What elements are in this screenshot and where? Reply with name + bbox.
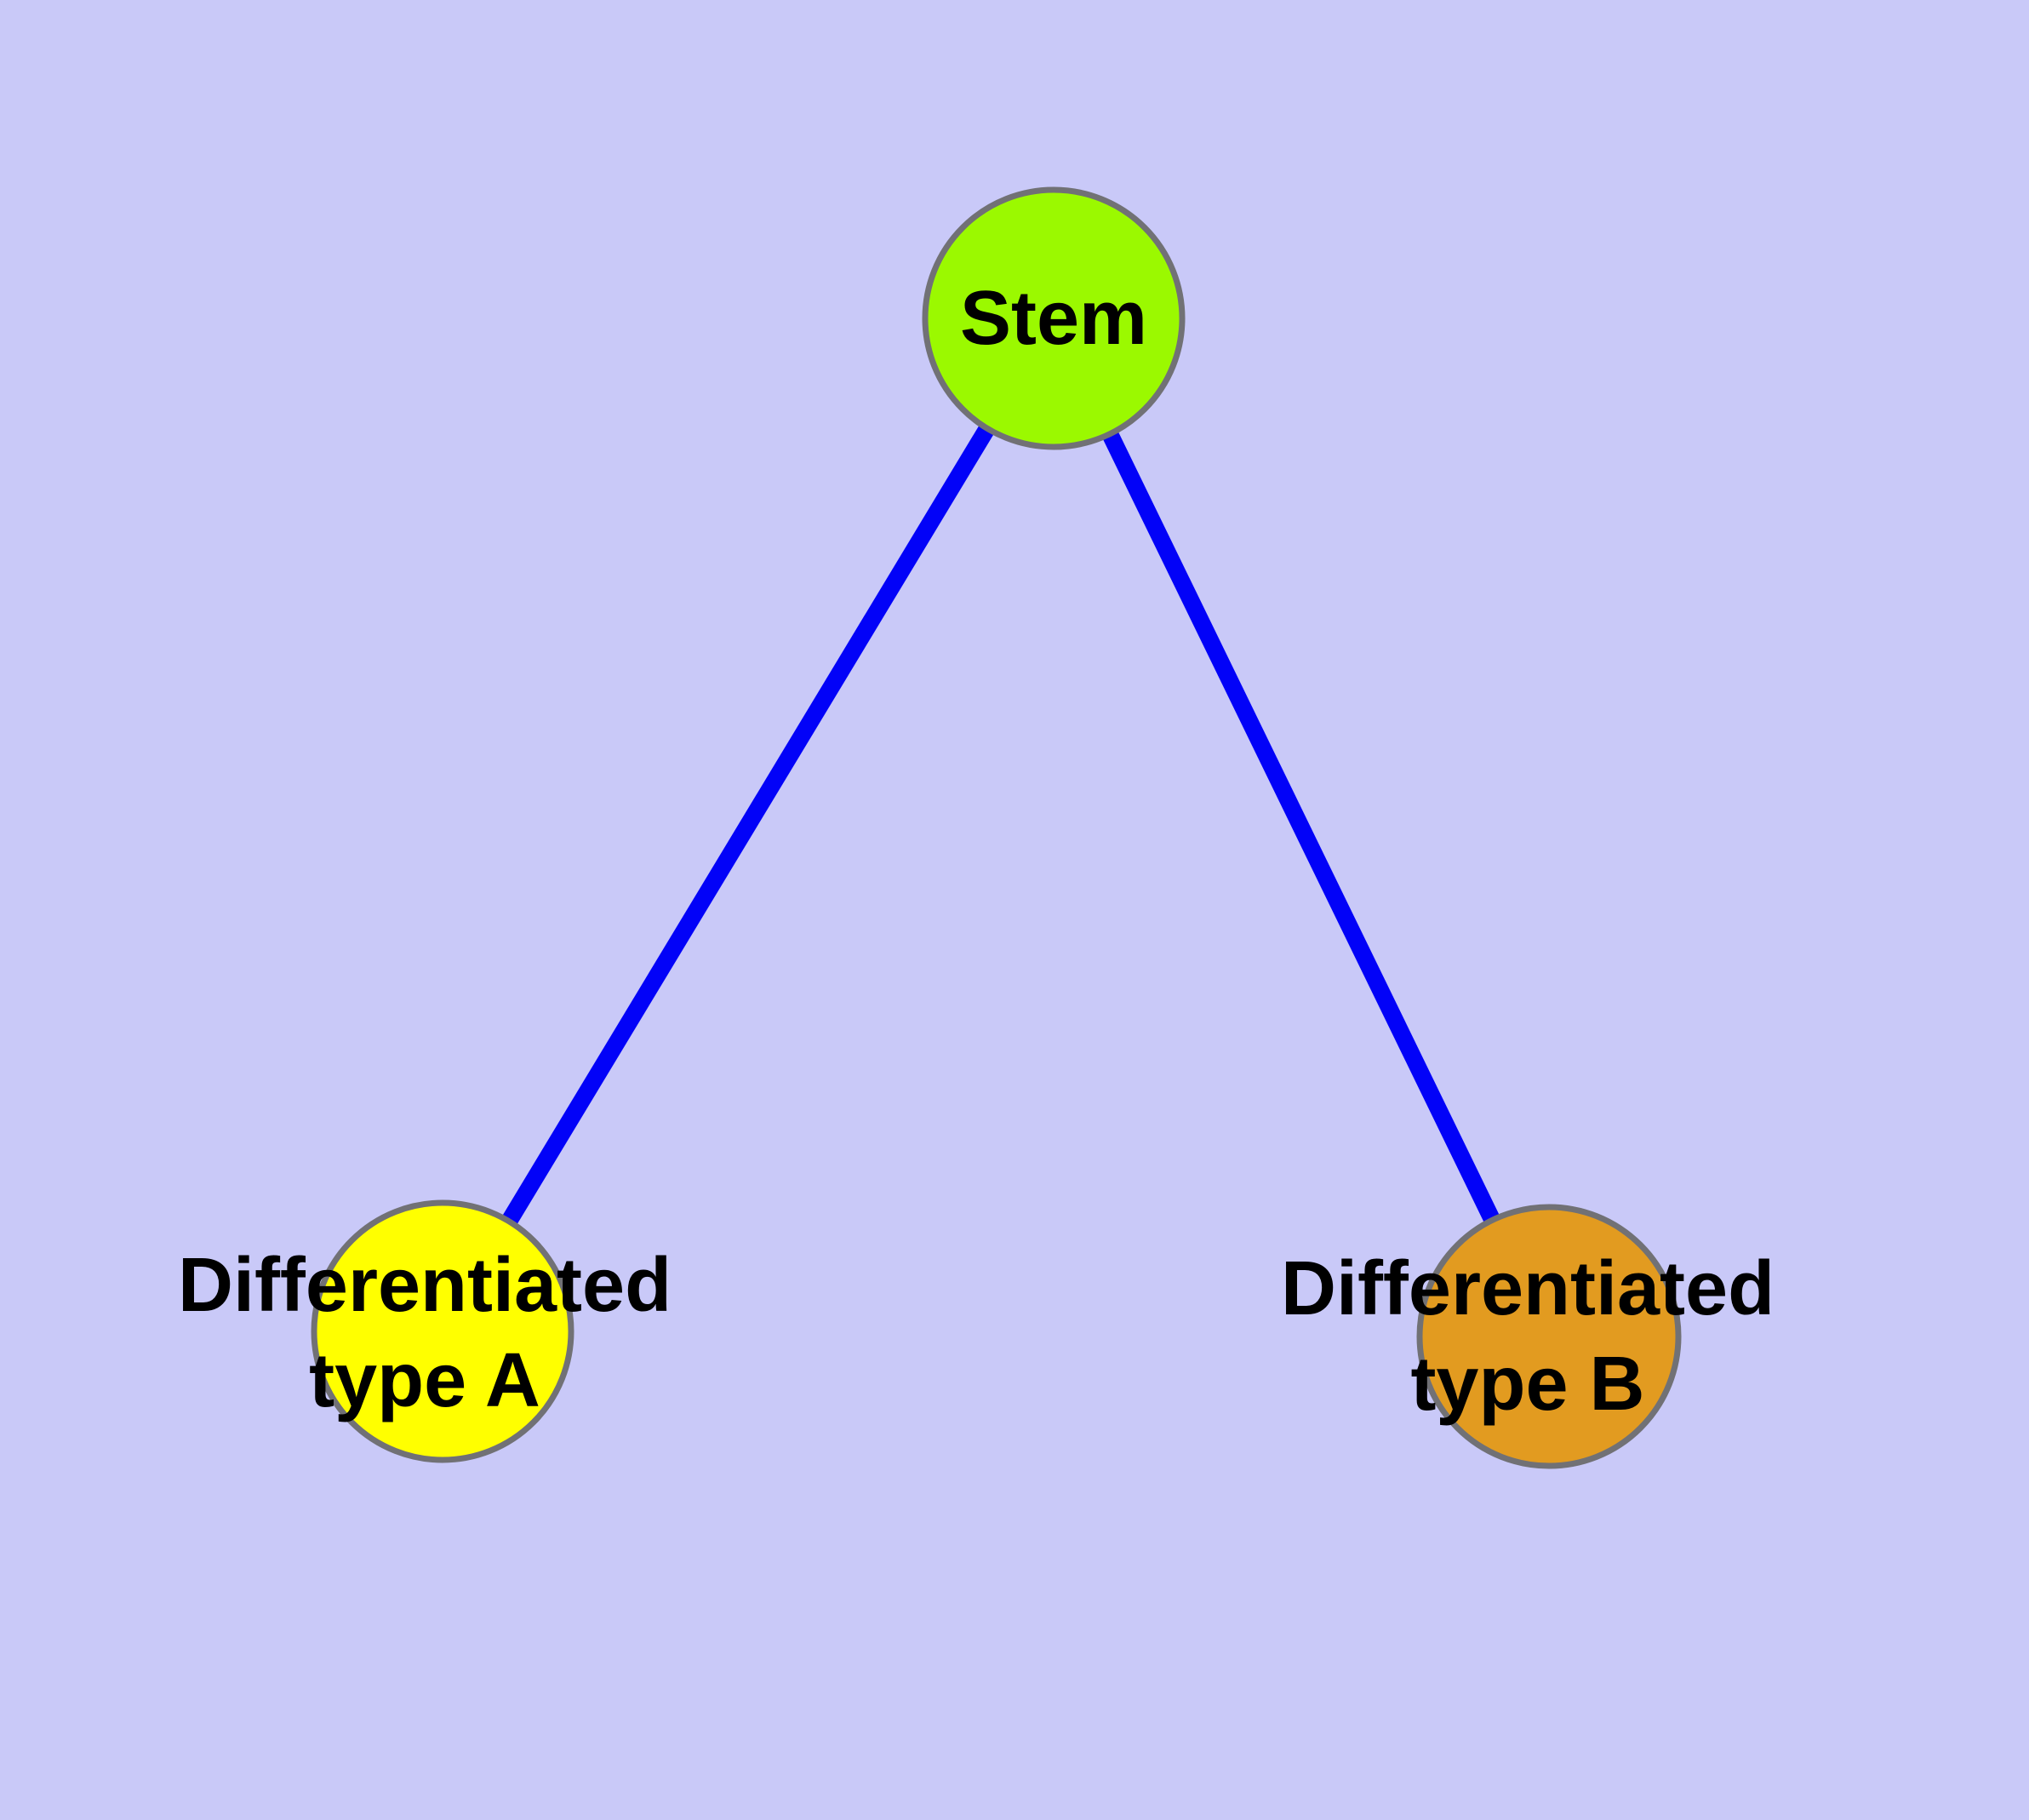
edge-stem-to-type-a (435, 313, 1061, 1336)
node-stem (922, 186, 1186, 450)
node-differentiated-type-a (311, 1199, 574, 1463)
edge-stem-to-type-b (1046, 314, 1557, 1341)
node-differentiated-type-b (1416, 1204, 1682, 1469)
